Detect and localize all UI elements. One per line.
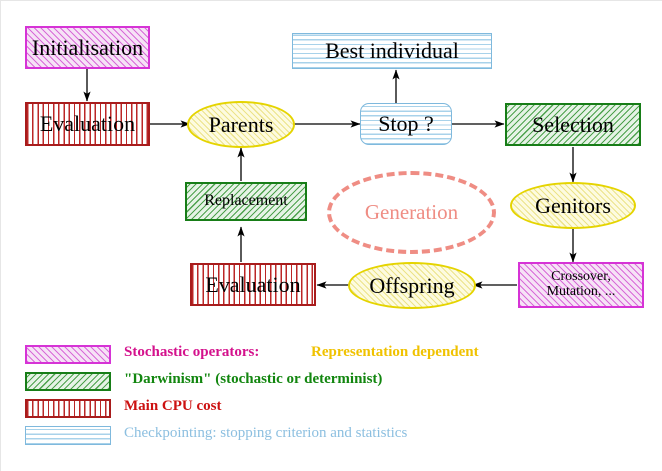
node-parents-label: Parents <box>208 111 274 137</box>
node-best-individual[interactable]: Best individual <box>292 33 492 69</box>
node-crossover-mutation-label-line1: Crossover, <box>551 269 611 285</box>
node-selection-label: Selection <box>532 111 614 137</box>
node-replacement[interactable]: Replacement <box>185 182 307 221</box>
node-evaluation-bottom[interactable]: Evaluation <box>190 263 316 306</box>
node-evaluation-top-label: Evaluation <box>39 111 136 137</box>
legend-label-representation-dependent: Representation dependent <box>311 344 479 360</box>
node-offspring[interactable]: Offspring <box>348 262 476 309</box>
node-parents[interactable]: Parents <box>187 101 295 148</box>
legend-label-stochastic-operators: Stochastic operators: <box>124 344 260 360</box>
node-evaluation-top[interactable]: Evaluation <box>25 102 150 146</box>
node-genitors[interactable]: Genitors <box>510 182 636 229</box>
node-replacement-label: Replacement <box>204 192 288 210</box>
legend-swatch-stochastic-operators <box>25 345 111 364</box>
node-crossover-mutation[interactable]: Crossover, Mutation, ... <box>518 262 644 308</box>
node-stop[interactable]: Stop ? <box>360 103 452 145</box>
generation-cycle-ellipse: Generation <box>327 171 496 254</box>
node-offspring-label: Offspring <box>369 272 455 298</box>
legend-label-main-cpu-cost: Main CPU cost <box>124 398 222 414</box>
node-genitors-label: Genitors <box>535 192 611 218</box>
legend-swatch-darwinism <box>25 372 111 391</box>
node-stop-label: Stop ? <box>378 111 434 137</box>
node-evaluation-bottom-label: Evaluation <box>205 271 301 297</box>
legend-swatch-checkpointing <box>25 426 111 445</box>
generation-label: Generation <box>364 200 459 224</box>
node-selection[interactable]: Selection <box>505 103 641 146</box>
node-initialisation-label: Initialisation <box>31 34 144 60</box>
node-crossover-mutation-label-line2: Mutation, ... <box>546 284 616 299</box>
node-best-individual-label: Best individual <box>325 38 459 64</box>
legend-label-checkpointing: Checkpointing: stopping criterion and st… <box>124 425 408 441</box>
legend-label-darwinism: "Darwinism" (stochastic or determinist) <box>124 371 383 387</box>
legend-swatch-main-cpu-cost <box>25 399 111 418</box>
node-initialisation[interactable]: Initialisation <box>25 26 150 69</box>
